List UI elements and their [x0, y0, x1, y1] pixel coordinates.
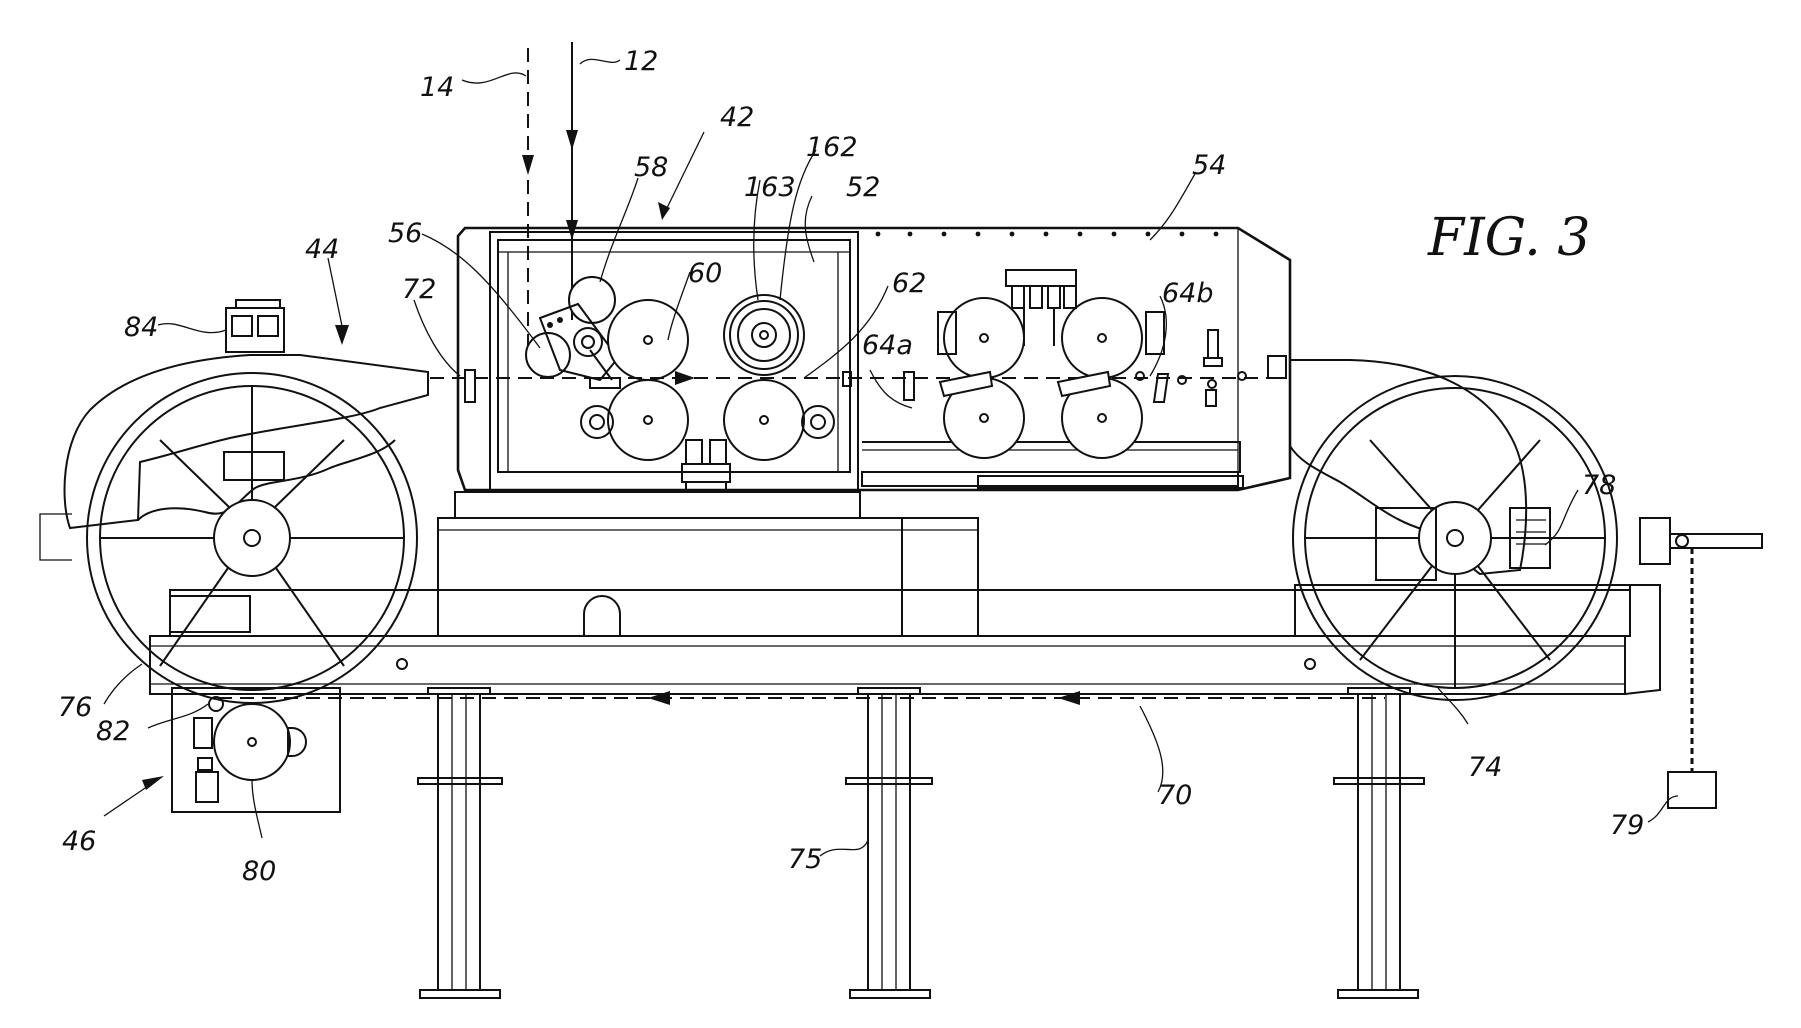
figure-title: FIG. 3: [1427, 208, 1590, 268]
support-legs: [417, 687, 1425, 999]
label-60: 60: [688, 258, 722, 289]
label-14: 14: [420, 72, 454, 103]
label-79: 79: [1610, 810, 1644, 841]
right-loop-guard: [1289, 359, 1528, 576]
cabinet-actuators: [681, 439, 731, 491]
left-wheel-bracket: [169, 451, 285, 633]
left-tensioner-84: [225, 299, 285, 353]
label-82: 82: [96, 716, 130, 747]
label-54: 54: [1192, 150, 1226, 181]
roll-stand-64a: [903, 297, 1025, 459]
label-58: 58: [634, 152, 668, 183]
label-74: 74: [1468, 752, 1502, 783]
label-72: 72: [402, 274, 436, 305]
roll-stand-64b: [1056, 297, 1187, 459]
housing-rivets: [875, 231, 1219, 237]
leg-middle: [845, 687, 933, 999]
drive-unit-46: [171, 687, 341, 813]
left-wheel-76: [86, 372, 418, 704]
label-42: 42: [720, 102, 754, 133]
side-rollers: [580, 405, 835, 439]
main-frame-beam: [149, 584, 1661, 695]
arm-assembly: [538, 302, 621, 389]
right-wheel-74: [1292, 375, 1618, 701]
roll-62-lower: [723, 379, 805, 461]
right-tension-assembly-78: [1375, 507, 1763, 581]
strip-return-path: [218, 691, 1385, 705]
label-162: 162: [806, 132, 858, 163]
leg-left: [417, 687, 503, 999]
leg-right: [1333, 687, 1425, 999]
machine-pedestal: [437, 475, 1244, 637]
upper-feed-roll-58: [568, 276, 616, 324]
strip-path: [430, 369, 1275, 403]
label-75: 75: [788, 844, 822, 875]
counterweight-chain: [1667, 548, 1717, 809]
roll-163-162: [723, 294, 805, 376]
left-loop-guard: [39, 354, 429, 561]
label-46: 46: [62, 826, 96, 857]
label-64a: 64a: [862, 330, 913, 361]
label-62: 62: [892, 268, 926, 299]
label-12: 12: [624, 46, 658, 77]
machine-housing: [456, 226, 1292, 492]
label-78: 78: [1582, 470, 1616, 501]
label-44: 44: [305, 234, 339, 265]
label-84: 84: [124, 312, 158, 343]
label-163: 163: [744, 172, 796, 203]
label-64b: 64b: [1162, 278, 1214, 309]
feed-lines: [522, 42, 578, 355]
label-76: 76: [58, 692, 92, 723]
exit-guides: [1203, 329, 1287, 407]
roll-60-lower: [607, 379, 689, 461]
label-70: 70: [1158, 780, 1192, 811]
leader-lines: [103, 58, 1679, 857]
label-52: 52: [846, 172, 880, 203]
top-actuator-block: [1005, 269, 1077, 346]
label-56: 56: [388, 218, 422, 249]
reference-labels: 14 12 42 162 58 163 52 54 56 60 62 64b 4…: [58, 46, 1644, 887]
label-80: 80: [242, 856, 276, 887]
